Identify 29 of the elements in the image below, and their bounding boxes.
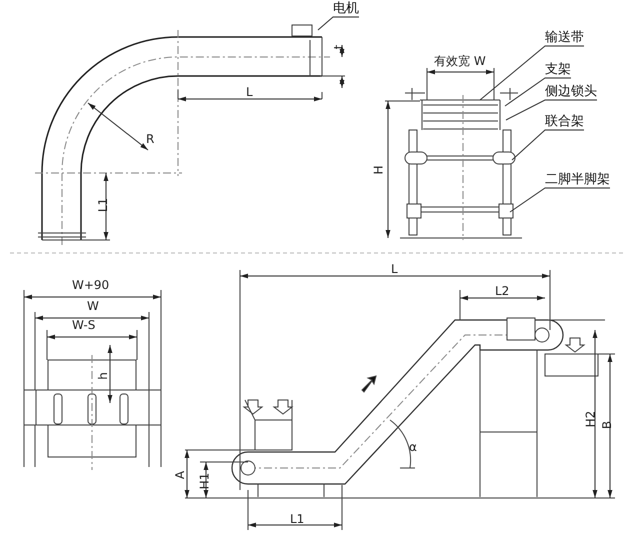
dimension-label: L — [391, 262, 398, 276]
dimension-label: W — [87, 299, 99, 313]
dimension-label: L1 — [96, 198, 110, 212]
dimension-label: A — [173, 470, 188, 480]
leader-line — [506, 100, 598, 120]
part-label: 支架 — [545, 62, 571, 77]
dimension-label: W-S — [72, 318, 96, 332]
dimension-label: W+90 — [72, 278, 110, 292]
part-label: 电机 — [333, 1, 359, 16]
dimension-label: H2 — [583, 410, 598, 428]
leader-line — [504, 78, 572, 106]
dimension-label: L2 — [495, 284, 510, 298]
dimension-label: H1 — [197, 472, 212, 490]
leader-line — [318, 16, 360, 30]
leader-line — [510, 188, 610, 212]
dimension-label: h — [96, 372, 110, 380]
dimension-label: α — [409, 440, 417, 454]
dimension-label: L — [246, 85, 253, 99]
part-label: 输送带 — [545, 30, 584, 45]
leader-line — [480, 46, 584, 100]
part-label: 侧边锁头 — [545, 84, 597, 99]
dimension-label: 有效宽 W — [434, 54, 486, 68]
dimension-label: B — [600, 420, 614, 430]
dimension-label: L1 — [290, 512, 304, 526]
leader-line — [512, 130, 584, 160]
part-label: 二脚半脚架 — [545, 172, 610, 187]
dimension-label: R — [146, 132, 154, 146]
part-label: 联合架 — [545, 114, 584, 129]
dimension-label: H — [372, 165, 386, 175]
